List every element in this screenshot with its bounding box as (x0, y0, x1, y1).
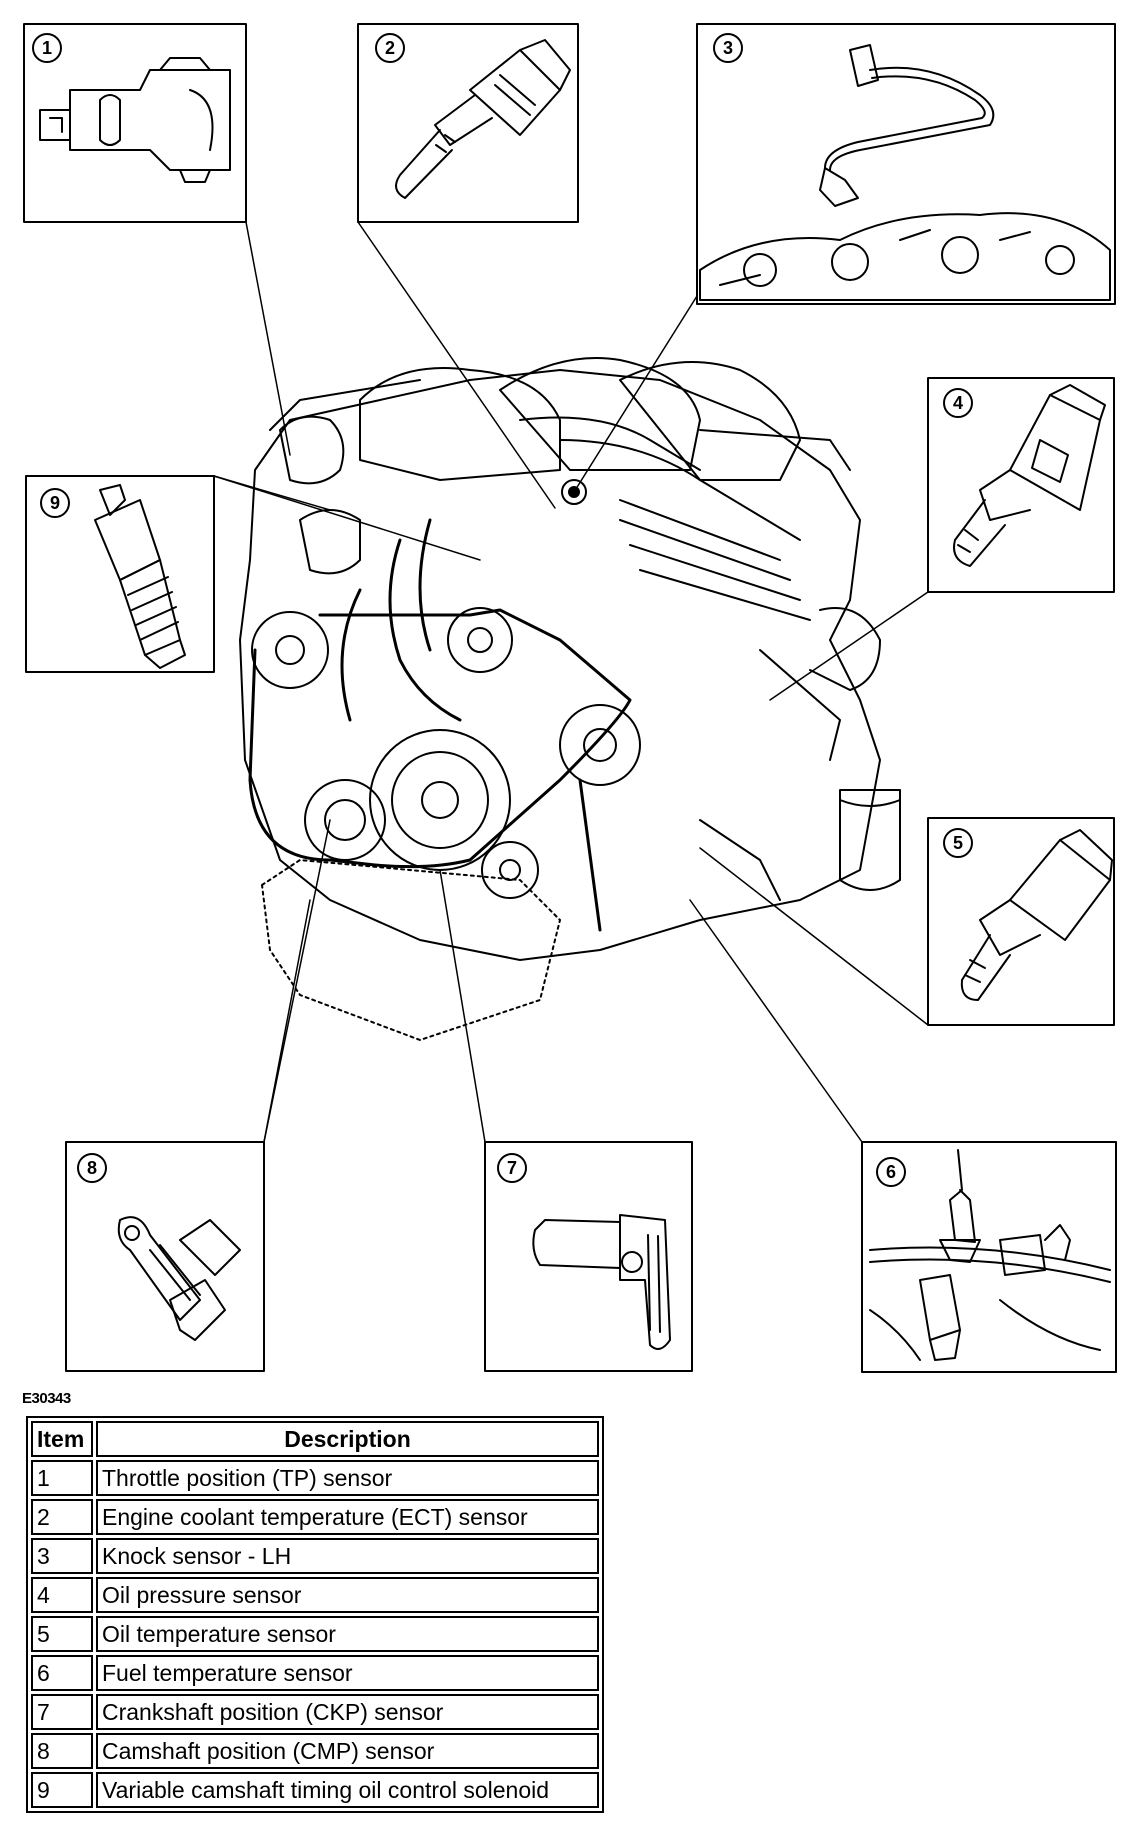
item-number: 3 (31, 1538, 93, 1574)
column-header-item: Item (31, 1421, 93, 1457)
callout-number-3: 3 (723, 38, 733, 58)
table-row: 5 Oil temperature sensor (31, 1616, 599, 1652)
item-description: Knock sensor - LH (96, 1538, 599, 1574)
callout-number-1: 1 (42, 38, 52, 58)
item-number: 1 (31, 1460, 93, 1496)
item-description: Fuel temperature sensor (96, 1655, 599, 1691)
callout-number-4: 4 (953, 393, 963, 413)
callout-number-6: 6 (886, 1162, 896, 1182)
engine-sensor-diagram: 1 2 3 4 5 6 7 8 9 (23, 23, 1117, 1373)
item-description: Engine coolant temperature (ECT) sensor (96, 1499, 599, 1535)
item-description: Throttle position (TP) sensor (96, 1460, 599, 1496)
callout-box-2 (357, 23, 579, 223)
item-description: Crankshaft position (CKP) sensor (96, 1694, 599, 1730)
item-description: Variable camshaft timing oil control sol… (96, 1772, 599, 1808)
table-row: 2 Engine coolant temperature (ECT) senso… (31, 1499, 599, 1535)
column-header-description: Description (96, 1421, 599, 1457)
callout-number-7: 7 (507, 1158, 517, 1178)
item-number: 8 (31, 1733, 93, 1769)
callout-number-5: 5 (953, 833, 963, 853)
table-row: 7 Crankshaft position (CKP) sensor (31, 1694, 599, 1730)
item-number: 6 (31, 1655, 93, 1691)
figure-id: E30343 (22, 1390, 71, 1407)
legend-table: Item Description 1 Throttle position (TP… (26, 1416, 604, 1813)
item-number: 5 (31, 1616, 93, 1652)
item-description: Camshaft position (CMP) sensor (96, 1733, 599, 1769)
callout-number-2: 2 (385, 38, 395, 58)
item-description: Oil pressure sensor (96, 1577, 599, 1613)
leader-lines (213, 221, 929, 1143)
table-row: 3 Knock sensor - LH (31, 1538, 599, 1574)
item-description: Oil temperature sensor (96, 1616, 599, 1652)
table-row: 8 Camshaft position (CMP) sensor (31, 1733, 599, 1769)
item-number: 7 (31, 1694, 93, 1730)
callout-box-9 (25, 475, 215, 673)
callout-box-5 (927, 817, 1115, 1026)
callout-box-4 (927, 377, 1115, 593)
table-header-row: Item Description (31, 1421, 599, 1457)
callout-number-9: 9 (50, 493, 60, 513)
table-row: 1 Throttle position (TP) sensor (31, 1460, 599, 1496)
callout-box-1 (23, 23, 247, 223)
callout-box-6 (861, 1141, 1117, 1373)
engine-assembly (239, 357, 901, 1041)
callout-box-8 (65, 1141, 265, 1372)
callout-box-7 (484, 1141, 693, 1372)
callout-number-8: 8 (87, 1158, 97, 1178)
callout-box-3 (696, 23, 1116, 305)
item-number: 9 (31, 1772, 93, 1808)
item-number: 2 (31, 1499, 93, 1535)
item-number: 4 (31, 1577, 93, 1613)
table-row: 9 Variable camshaft timing oil control s… (31, 1772, 599, 1808)
table-row: 4 Oil pressure sensor (31, 1577, 599, 1613)
table-row: 6 Fuel temperature sensor (31, 1655, 599, 1691)
